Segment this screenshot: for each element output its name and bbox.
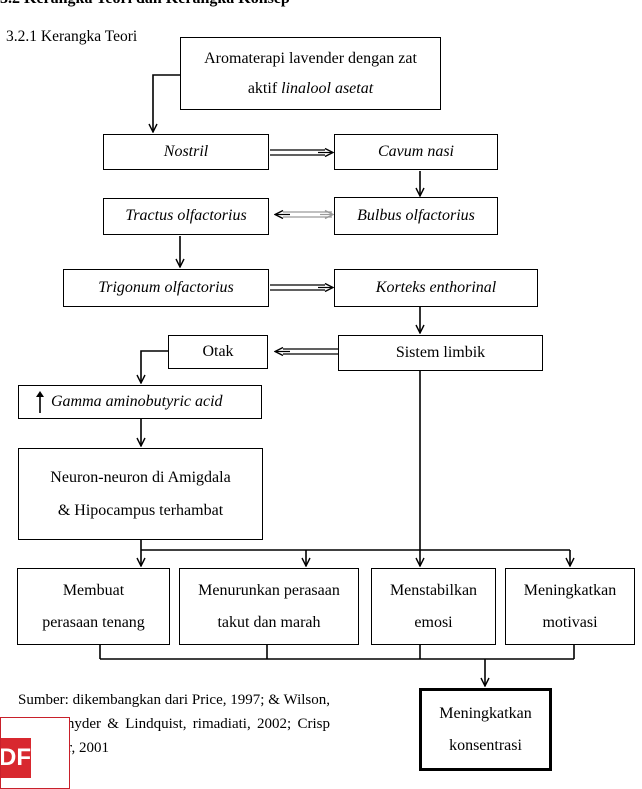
node-menurunkan-perasaan: Menurunkan perasaan takut dan marah [179,568,359,645]
node-nostril: Nostril [103,134,269,170]
arrow-limbik-otak [275,349,338,354]
node-neuron-line1: Neuron-neuron di Amigdala [50,468,231,486]
node-trigonum-olfactorius: Trigonum olfactorius [63,269,269,307]
node-bulbus-olfactorius: Bulbus olfactorius [334,197,498,235]
node-neuron-line2: & Hipocampus terhambat [57,501,224,519]
arrow-nostril-cavum [270,150,333,155]
node-sistem-limbik: Sistem limbik [338,335,543,371]
node-membuat-line2: perasaan tenang [42,613,145,631]
node-meningkatkan-konsentrasi: Meningkatkan konsentrasi [419,688,552,771]
node-aromaterapi-line2-plain: aktif [247,79,282,97]
node-aromaterapi: Aromaterapi lavender dengan zat aktif li… [180,37,441,110]
node-korteks-enthorinal: Korteks enthorinal [334,269,538,307]
node-gaba-label: Gamma aminobutyric acid [51,392,223,410]
node-membuat-line1: Membuat [62,582,125,600]
pdf-icon-badge: DF [1,738,31,778]
node-menurunkan-line1: Menurunkan perasaan [198,582,340,600]
node-aromaterapi-line2-italic: linalool asetat [281,79,374,97]
node-aromaterapi-line1: Aromaterapi lavender dengan zat [204,50,417,68]
node-neuron: Neuron-neuron di Amigdala & Hipocampus t… [18,448,263,540]
node-konsentrasi-line1: Meningkatkan [439,704,532,722]
node-menstabilkan-line1: Menstabilkan [389,582,478,600]
node-cavum-nasi: Cavum nasi [334,134,498,170]
node-aromaterapi-line2: aktif linalool asetat [248,79,373,98]
arrow-bulbus-tractus [275,212,333,217]
node-meningkatkan-motivasi: Meningkatkan motivasi [505,568,635,645]
subsection-heading: 3.2.1 Kerangka Teori [6,28,138,45]
node-gaba: Gamma aminobutyric acid [18,385,262,419]
node-motivasi-line2: motivasi [542,613,598,631]
node-tractus-olfactorius: Tractus olfactorius [103,198,269,235]
arrow-aromaterapi-nostril [153,74,180,132]
arrow-otak-gaba [141,350,168,383]
section-heading: 3.2 Kerangka Teori dan Kerangka Konsep [0,0,290,8]
node-menstabilkan-line2: emosi [414,613,453,631]
node-membuat-tenang: Membuat perasaan tenang [17,568,170,645]
arrow-trigonum-korteks [270,285,333,290]
node-motivasi-line1: Meningkatkan [523,582,617,600]
pdf-icon: DF [0,717,70,789]
node-menstabilkan-emosi: Menstabilkan emosi [371,568,496,645]
up-arrow-icon [36,391,44,413]
node-otak: Otak [168,335,268,369]
node-menurunkan-line2: takut dan marah [217,613,321,631]
node-konsentrasi-line2: konsentrasi [449,737,522,755]
